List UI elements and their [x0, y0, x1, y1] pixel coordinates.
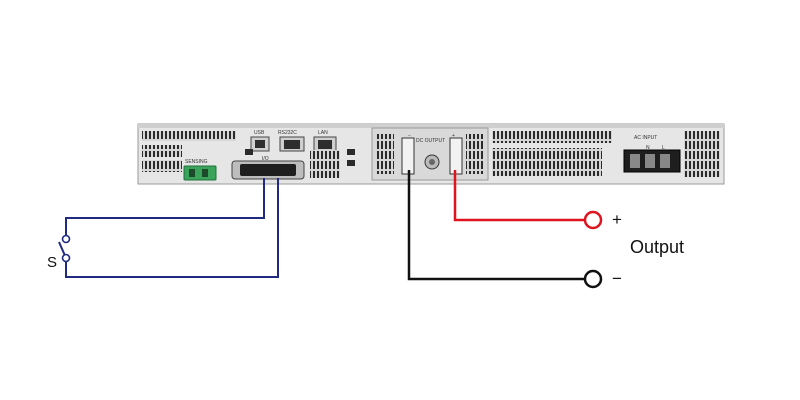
- rs232c-label: RS232C: [278, 130, 297, 136]
- usb-port: USB: [250, 130, 270, 152]
- vent-slot-small-2: [347, 149, 355, 155]
- vent-grille-right-top: [492, 131, 612, 143]
- switch-contact-top: [61, 234, 71, 244]
- lan-label: LAN: [318, 130, 328, 136]
- sense-label: SENSING: [185, 159, 208, 165]
- vent-grille-left-mid: [142, 145, 182, 157]
- dc-plus-label: +: [452, 133, 455, 139]
- rs232c-port: RS232C: [278, 130, 305, 152]
- switch-wiring: [58, 178, 279, 278]
- vent-grille-right-bottom: [492, 148, 602, 176]
- usb-label: USB: [254, 130, 265, 136]
- positive-output-terminal: [583, 210, 603, 230]
- negative-output-terminal: [583, 269, 603, 289]
- switch-label: S: [47, 254, 57, 271]
- dc-positive-terminal: [449, 137, 463, 175]
- dc-output-section: DC OUTPUT − +: [371, 127, 489, 181]
- ac-n-label: N: [646, 145, 650, 151]
- vent-grille-far-right: [684, 131, 720, 177]
- vent-slot-small-3: [347, 160, 355, 166]
- switch-contact-bottom: [61, 253, 71, 263]
- switch-wire-lower: [65, 178, 279, 278]
- dc-negative-terminal: [401, 137, 415, 175]
- io-connector: I/O: [231, 156, 305, 180]
- vent-grille-left-bottom: [142, 160, 182, 172]
- io-label: I/O: [262, 156, 269, 162]
- output-label: Output: [630, 237, 684, 257]
- ac-input-label: AC INPUT: [634, 135, 657, 141]
- vent-grille-mid: [310, 150, 340, 178]
- sense-connector: [183, 165, 217, 181]
- output-minus-symbol: −: [612, 269, 622, 288]
- panel-top-edge: [138, 124, 724, 128]
- ac-input-section: AC INPUT N L: [623, 135, 681, 173]
- vent-slot-small-1: [245, 149, 253, 155]
- ac-l-label: L: [662, 145, 665, 151]
- positive-output-wire: [453, 170, 584, 222]
- sense-terminal-block: SENSING: [183, 159, 217, 181]
- vent-grille-left-top: [142, 131, 236, 141]
- dc-minus-label: −: [408, 133, 411, 139]
- switch-wire-upper: [65, 178, 265, 235]
- output-plus-symbol: +: [612, 210, 622, 229]
- negative-output-wire: [407, 170, 584, 281]
- power-supply-rear-panel: SENSING USB RS232C LAN I/O: [137, 123, 725, 185]
- dc-output-label: DC OUTPUT: [416, 138, 445, 144]
